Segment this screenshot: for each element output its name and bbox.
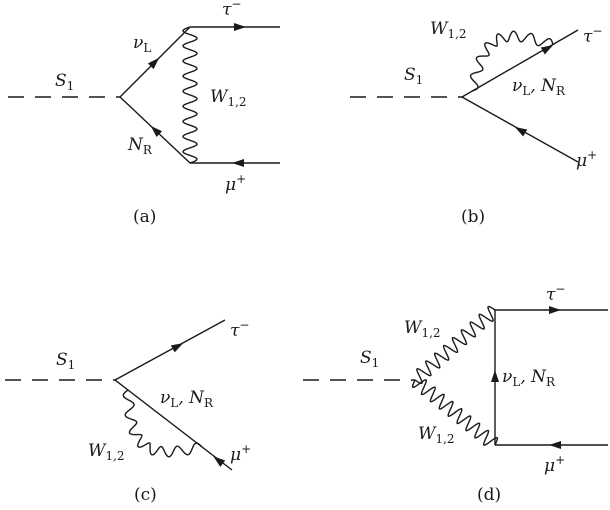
label-a-tau: τ− bbox=[222, 0, 241, 20]
label-d-nu: νL, NR bbox=[502, 367, 556, 389]
diagram-d: S1 W1,2 W1,2 νL, NR τ− μ+ (d) bbox=[303, 282, 608, 505]
arrow-b-mu bbox=[514, 127, 528, 137]
label-d-mu: μ+ bbox=[544, 453, 565, 476]
w-boson-d-lower bbox=[411, 379, 499, 446]
diagram-a: S1 νL NR W1,2 τ− μ+ (a) bbox=[8, 0, 280, 227]
arrow-b-tau bbox=[540, 45, 554, 55]
label-c-tau: τ− bbox=[230, 318, 249, 341]
arrow-d-mu bbox=[549, 441, 561, 449]
label-c-mu: μ+ bbox=[230, 442, 251, 465]
label-c-w: W1,2 bbox=[88, 441, 125, 463]
arrow-a-tau bbox=[234, 23, 246, 31]
label-d-scalar: S1 bbox=[360, 348, 379, 370]
arrow-c-tau bbox=[170, 343, 184, 353]
arrow-a-mu bbox=[232, 159, 244, 167]
w-boson-d-upper bbox=[414, 305, 496, 385]
label-a-scalar: S1 bbox=[55, 71, 74, 93]
caption-a: (a) bbox=[133, 207, 156, 227]
arrow-d-tau bbox=[549, 306, 561, 314]
label-c-nu: νL, NR bbox=[160, 388, 214, 410]
arrow-c-mu bbox=[213, 456, 226, 467]
label-b-w: W1,2 bbox=[430, 19, 467, 41]
diagram-b: S1 W1,2 νL, NR τ− μ+ (b) bbox=[350, 19, 602, 227]
w-boson-c bbox=[122, 389, 203, 458]
diagram-c: S1 νL, NR τ− μ+ W1,2 (c) bbox=[5, 318, 251, 505]
arrow-a-n bbox=[150, 125, 163, 138]
label-a-nu: νL bbox=[133, 33, 151, 55]
caption-d: (d) bbox=[477, 485, 501, 505]
label-c-scalar: S1 bbox=[56, 350, 75, 372]
caption-c: (c) bbox=[134, 485, 157, 505]
caption-b: (b) bbox=[461, 207, 485, 227]
label-b-tau: τ− bbox=[583, 24, 602, 47]
label-b-mu: μ+ bbox=[576, 148, 597, 171]
arrow-d-nu bbox=[491, 370, 499, 382]
label-a-mu: μ+ bbox=[225, 172, 246, 195]
w-boson-b bbox=[469, 30, 554, 92]
tau-line-c bbox=[114, 319, 226, 381]
label-d-w-lower: W1,2 bbox=[418, 424, 455, 446]
label-d-tau: τ− bbox=[546, 282, 565, 305]
label-a-w: W1,2 bbox=[210, 87, 247, 109]
w-boson-a bbox=[182, 26, 198, 164]
mu-line-c bbox=[114, 379, 233, 471]
label-b-nu: νL, NR bbox=[512, 76, 566, 98]
label-d-w-upper: W1,2 bbox=[404, 318, 441, 340]
label-a-n: NR bbox=[127, 135, 153, 157]
tau-line-b bbox=[461, 29, 579, 98]
label-b-scalar: S1 bbox=[404, 65, 423, 87]
